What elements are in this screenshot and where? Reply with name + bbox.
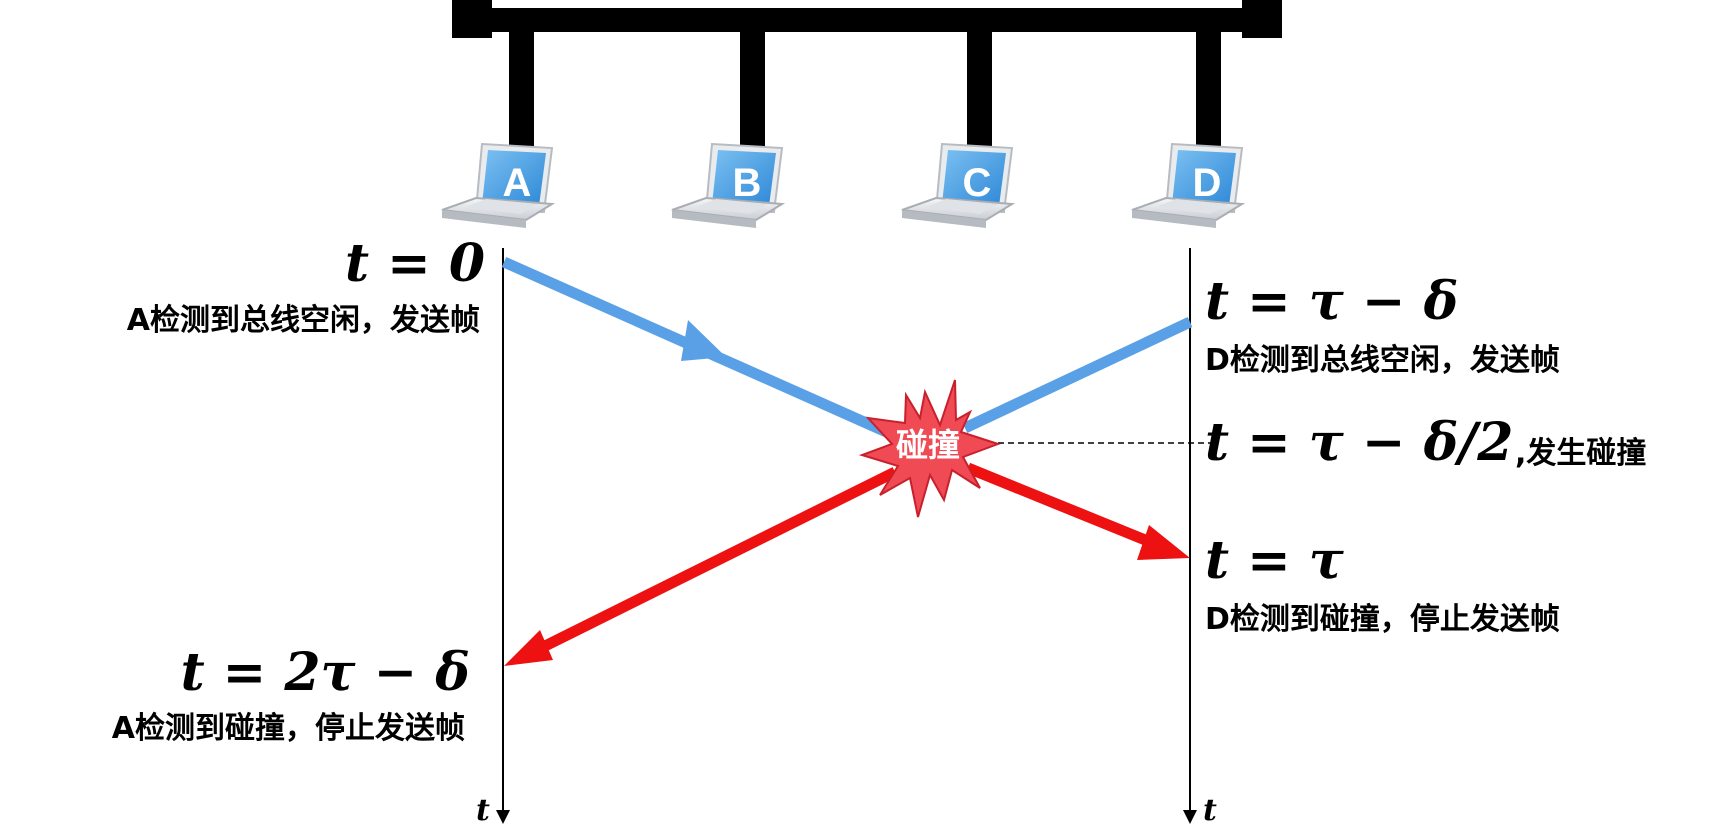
bus xyxy=(452,0,1282,38)
signal-red-to-d xyxy=(965,462,1190,560)
node-letter: D xyxy=(1193,161,1222,205)
bus-line xyxy=(452,8,1248,32)
label-t0-math: t = 0 xyxy=(345,233,485,294)
laptop-b: B xyxy=(671,142,786,228)
laptop-d: D xyxy=(1131,142,1246,228)
bus-end-left xyxy=(452,0,492,38)
label-t1-math: t = τ − δ xyxy=(1205,271,1458,332)
node-letter: A xyxy=(503,161,532,205)
drop-line-d xyxy=(1196,30,1221,160)
bus-end-right xyxy=(1242,0,1282,38)
laptop-c: C xyxy=(901,142,1016,228)
signal-d-blue xyxy=(962,317,1193,433)
signal-red-to-a xyxy=(504,467,898,666)
label-tc-math: t = τ − δ/2 xyxy=(1205,412,1513,473)
collision-burst-icon xyxy=(858,379,1002,518)
label-tc-desc: ,发生碰撞 xyxy=(1515,436,1646,471)
time-axis-d xyxy=(1183,248,1197,824)
node-letter: C xyxy=(963,161,992,205)
laptop-a: A xyxy=(441,142,556,228)
label-t3-desc: D检测到碰撞，停止发送帧 xyxy=(1205,602,1560,637)
laptop-icon xyxy=(671,142,786,228)
signal-a-blue xyxy=(501,256,903,444)
drop-line-c xyxy=(967,30,992,160)
node-letter: B xyxy=(733,161,762,205)
axis-label-a: t xyxy=(476,793,490,828)
time-axis-a xyxy=(496,248,510,824)
laptop-icon xyxy=(901,142,1016,228)
laptop-icon xyxy=(441,142,556,228)
laptop-icon xyxy=(1131,142,1246,228)
label-t0-desc: A检测到总线空闲，发送帧 xyxy=(127,303,480,338)
drop-lines xyxy=(509,30,1221,160)
axis-label-d: t xyxy=(1203,793,1217,828)
label-t3-math: t = τ xyxy=(1205,530,1345,591)
collision-label: 碰撞 xyxy=(896,426,960,464)
label-t1-desc: D检测到总线空闲，发送帧 xyxy=(1205,343,1560,378)
drop-line-b xyxy=(740,30,765,160)
drop-line-a xyxy=(509,30,534,160)
label-t2-desc: A检测到碰撞，停止发送帧 xyxy=(112,711,465,746)
label-t2-math: t = 2τ − δ xyxy=(181,642,470,703)
